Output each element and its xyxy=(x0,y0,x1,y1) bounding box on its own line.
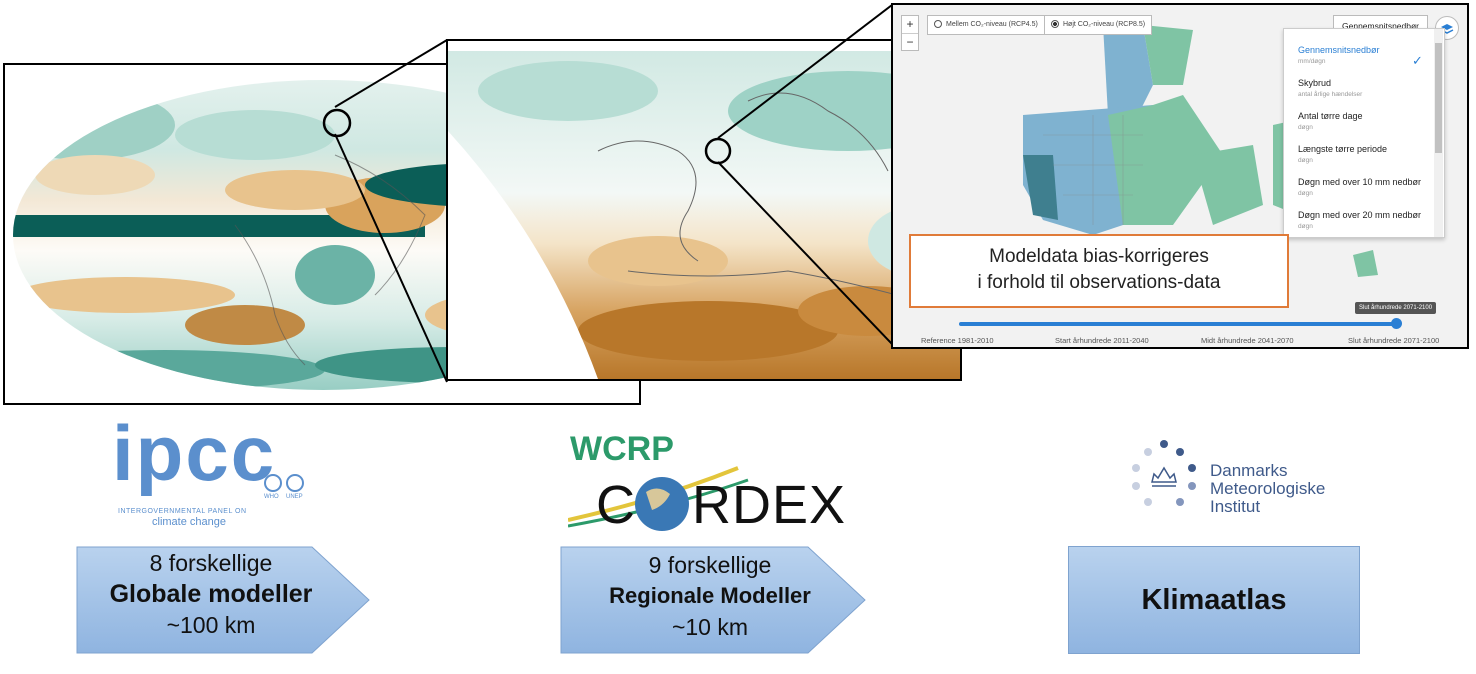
menu-item-gennemsnitsnedbor[interactable]: Gennemsnitsnedbør mm/døgn xyxy=(1298,45,1428,65)
ipcc-wordmark: ipcc xyxy=(112,409,277,497)
radio-unchecked-icon xyxy=(934,20,942,29)
slider-handle[interactable] xyxy=(1391,318,1402,329)
who-emblem-icon xyxy=(264,474,282,492)
global-models-label: Globale modeller xyxy=(109,580,313,608)
menu-item-title: Døgn med over 10 mm nedbør xyxy=(1298,177,1422,187)
arrow-shape xyxy=(76,546,370,654)
cordex-rdex: RDEX xyxy=(692,475,847,535)
regional-models-label: Regionale Modeller xyxy=(609,583,811,608)
menu-item-dogn-over-20mm[interactable]: Døgn med over 20 mm nedbør døgn xyxy=(1298,210,1421,230)
regional-resolution-label: ~10 km xyxy=(671,614,749,640)
indicator-dropdown-menu: Gennemsnitsnedbør mm/døgn ✓ Skybrud anta… xyxy=(1283,28,1445,238)
slider-label-mid[interactable]: Midt århundrede 2041-2070 xyxy=(1201,336,1294,345)
menu-item-title: Gennemsnitsnedbør xyxy=(1298,45,1380,55)
global-count-label: 8 forskellige xyxy=(149,550,273,576)
dmi-line-3: Institut xyxy=(1210,497,1261,516)
menu-item-title: Antal tørre dage xyxy=(1298,111,1363,121)
wcrp-cordex-logo: WCRP C RDEX xyxy=(568,430,847,540)
radio-medium-co2[interactable]: Mellem CO₂-niveau (RCP4.5) xyxy=(927,15,1045,35)
zoom-out-button[interactable]: − xyxy=(906,35,914,49)
regional-models-box: 9 forskellige Regionale Modeller ~10 km xyxy=(560,546,866,654)
klimaatlas-box: Klimaatlas xyxy=(1068,546,1360,654)
regional-count-label: 9 forskellige xyxy=(648,552,772,578)
menu-item-sub: mm/døgn xyxy=(1298,58,1326,65)
radio-high-co2[interactable]: Højt CO₂-niveau (RCP8.5) xyxy=(1044,15,1153,35)
radio-high-label: Højt CO₂-niveau (RCP8.5) xyxy=(1063,21,1146,28)
dmi-logo: Danmarks Meteorologiske Institut xyxy=(1128,438,1348,528)
menu-item-sub: antal årlige hændelser xyxy=(1298,91,1363,98)
cordex-swoosh xyxy=(568,466,749,531)
unep-emblem-icon xyxy=(286,474,304,492)
global-models-box: 8 forskellige Globale modeller ~100 km xyxy=(76,546,370,654)
radio-checked-icon xyxy=(1051,20,1059,29)
callout-line-2: i forhold til observations-data xyxy=(977,272,1221,293)
menu-item-dogn-over-10mm[interactable]: Døgn med over 10 mm nedbør døgn xyxy=(1298,177,1421,197)
dmi-line-2: Meteorologiske xyxy=(1210,479,1326,498)
dmi-line-1: Danmarks xyxy=(1210,461,1288,480)
menu-item-sub: døgn xyxy=(1298,223,1313,230)
klimaatlas-ui-panel: + − Mellem CO₂-niveau (RCP4.5) Højt CO₂-… xyxy=(891,3,1469,349)
slider-label-reference[interactable]: Reference 1981-2010 xyxy=(921,336,994,345)
menu-item-title: Skybrud xyxy=(1298,78,1332,88)
menu-item-sub: døgn xyxy=(1298,157,1313,164)
ipcc-subtitle-1: INTERGOVERNMENTAL PANEL ON xyxy=(118,508,247,515)
radio-medium-label: Mellem CO₂-niveau (RCP4.5) xyxy=(946,21,1038,28)
wcrp-wordmark: WCRP xyxy=(570,430,674,468)
menu-item-skybrud[interactable]: Skybrud antal årlige hændelser xyxy=(1298,78,1362,98)
callout-line-1: Modeldata bias-korrigeres xyxy=(989,246,1209,267)
check-icon: ✓ xyxy=(1412,53,1423,68)
time-period-slider[interactable] xyxy=(959,322,1399,326)
menu-item-sub: døgn xyxy=(1298,190,1313,197)
arrow-shape xyxy=(560,546,866,654)
unep-label: UNEP xyxy=(286,494,303,500)
cordex-c: C xyxy=(596,475,635,535)
menu-item-antal-torre-dage[interactable]: Antal tørre dage døgn xyxy=(1298,111,1363,131)
klimaatlas-label: Klimaatlas xyxy=(1141,583,1287,616)
ipcc-subtitle-2: climate change xyxy=(152,516,226,528)
who-label: WHO xyxy=(264,494,279,500)
menu-item-title: Længste tørre periode xyxy=(1298,144,1388,154)
bias-correction-callout: Modeldata bias-korrigeres i forhold til … xyxy=(909,234,1289,308)
menu-scrollbar[interactable] xyxy=(1434,29,1443,237)
slider-tooltip: Slut århundrede 2071-2100 xyxy=(1355,302,1437,314)
global-resolution-label: ~100 km xyxy=(166,612,256,638)
menu-item-title: Døgn med over 20 mm nedbør xyxy=(1298,210,1422,220)
ipcc-logo: ipcc INTERGOVERNMENTAL PANEL ON climate … xyxy=(112,409,332,532)
slider-label-start[interactable]: Start århundrede 2011-2040 xyxy=(1055,336,1149,345)
zoom-in-button[interactable]: + xyxy=(902,16,918,34)
zoom-controls: + − xyxy=(901,15,919,51)
slider-label-end[interactable]: Slut århundrede 2071-2100 xyxy=(1348,336,1440,345)
dmi-crown-icon xyxy=(1132,440,1196,506)
menu-item-sub: døgn xyxy=(1298,124,1313,131)
menu-item-laengste-torre-periode[interactable]: Længste tørre periode døgn xyxy=(1298,144,1387,164)
